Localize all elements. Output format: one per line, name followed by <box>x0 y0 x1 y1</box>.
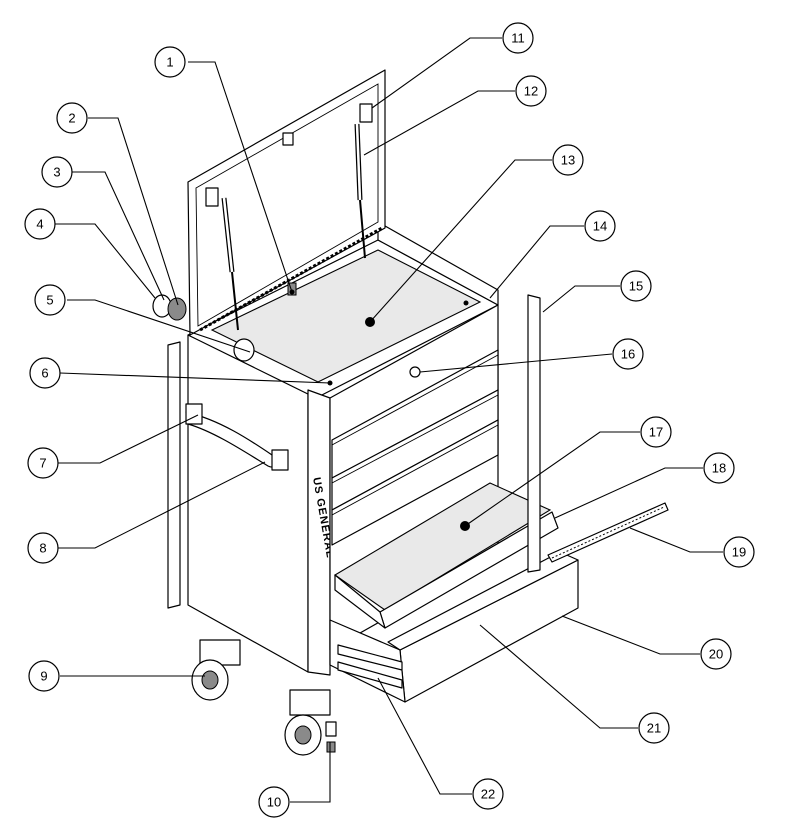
badge-16 <box>409 366 421 378</box>
svg-text:17: 17 <box>649 425 663 440</box>
drawer-3 <box>331 419 499 546</box>
callout-8: 8 <box>27 532 59 564</box>
callout-20: 20 <box>700 638 732 670</box>
caster-rear <box>191 639 241 701</box>
callout-9: 9 <box>28 660 60 692</box>
left-strut-bracket <box>205 187 219 207</box>
callout-17: 17 <box>640 416 672 448</box>
callout-10: 10 <box>258 786 290 818</box>
caster-nut <box>326 741 336 753</box>
screw-14 <box>463 300 469 306</box>
callout-balloons: 1 2 3 4 5 6 7 8 9 10 11 12 13 14 15 16 1… <box>24 22 755 818</box>
svg-text:16: 16 <box>621 347 635 362</box>
svg-text:1: 1 <box>166 55 173 70</box>
callout-14: 14 <box>584 210 616 242</box>
svg-text:18: 18 <box>712 461 726 476</box>
left-side-rail <box>167 341 181 609</box>
callout-1: 1 <box>154 46 186 78</box>
caster-bolt <box>325 721 337 737</box>
tool-cart-drawing: US GENERAL <box>152 69 669 756</box>
svg-text:8: 8 <box>39 541 46 556</box>
right-side-rail <box>527 294 541 573</box>
callout-18: 18 <box>703 452 735 484</box>
open-upper-drawer <box>333 482 559 629</box>
svg-text:2: 2 <box>68 111 75 126</box>
svg-text:11: 11 <box>511 31 525 46</box>
right-strut-bracket <box>359 103 373 123</box>
caster-front <box>284 689 337 756</box>
callout-15: 15 <box>620 270 652 302</box>
top-box-inner-floor <box>210 249 482 383</box>
callout-21: 21 <box>638 712 670 744</box>
svg-text:15: 15 <box>629 279 643 294</box>
svg-text:3: 3 <box>53 165 60 180</box>
lid-inner-panel <box>195 83 379 327</box>
lock-cylinder <box>167 297 187 321</box>
svg-text:5: 5 <box>46 293 53 308</box>
open-drawer-floor <box>333 482 552 611</box>
drawer-slides <box>337 644 403 689</box>
callout-22: 22 <box>472 778 504 810</box>
callout-6: 6 <box>29 357 61 389</box>
callout-16: 16 <box>612 338 644 370</box>
svg-text:20: 20 <box>709 647 723 662</box>
handle-bracket-right <box>271 449 289 471</box>
svg-text:13: 13 <box>561 153 575 168</box>
callout-5: 5 <box>34 284 66 316</box>
svg-text:12: 12 <box>524 84 538 99</box>
callout-12: 12 <box>515 75 547 107</box>
svg-text:19: 19 <box>732 545 746 560</box>
svg-text:21: 21 <box>647 721 661 736</box>
callout-2: 2 <box>56 102 88 134</box>
gas-struts <box>205 103 373 331</box>
callout-3: 3 <box>41 156 73 188</box>
svg-text:6: 6 <box>41 366 48 381</box>
callout-19: 19 <box>723 536 755 568</box>
svg-text:22: 22 <box>481 787 495 802</box>
callout-4: 4 <box>24 208 56 240</box>
svg-text:9: 9 <box>40 669 47 684</box>
svg-text:10: 10 <box>267 795 281 810</box>
front-corner-post <box>307 389 331 676</box>
leader-lines <box>54 37 723 803</box>
upper-drawers <box>331 349 499 546</box>
callout-7: 7 <box>27 447 59 479</box>
open-drawer-left-wall <box>334 574 386 629</box>
handle-bracket-left <box>185 403 203 425</box>
lid <box>187 69 386 336</box>
svg-text:4: 4 <box>36 217 43 232</box>
svg-text:7: 7 <box>39 456 46 471</box>
callout-11: 11 <box>502 22 534 54</box>
lid-latch <box>282 132 294 146</box>
svg-text:14: 14 <box>593 219 607 234</box>
callout-13: 13 <box>552 144 584 176</box>
lid-lock-pin <box>287 282 297 296</box>
